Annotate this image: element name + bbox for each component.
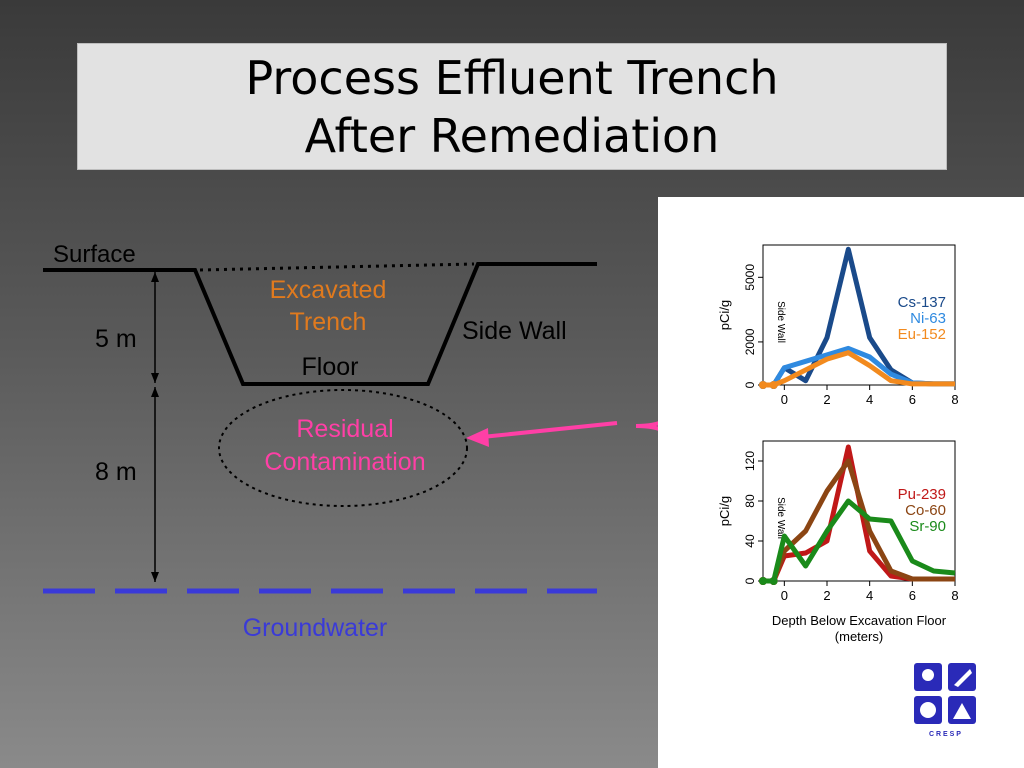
slide-title: Process Effluent Trench After Remediatio…	[77, 43, 947, 170]
residual-label-2: Contamination	[264, 448, 425, 476]
y-axis-label: pCi/g	[717, 300, 732, 330]
y-tick-label: 2000	[743, 328, 757, 355]
series-marker-eu-152	[769, 381, 778, 389]
side-wall-axis-label: Side Wall	[775, 301, 786, 343]
chart-frame-1	[762, 440, 956, 582]
surface-label: Surface	[53, 241, 136, 268]
series-marker-sr-90	[769, 577, 778, 585]
arrowhead-5m-bottom	[151, 373, 159, 383]
residual-contamination-ellipse	[218, 389, 468, 507]
x-tick-label: 6	[909, 392, 916, 407]
floor-label: Floor	[302, 353, 359, 381]
y-tick-label: 0	[743, 577, 757, 584]
cresp-logo-icon: C R E S P	[914, 663, 976, 738]
logo-text: C R E S P	[929, 731, 961, 738]
y-tick-label: 0	[743, 381, 757, 388]
residual-label-1: Residual	[296, 415, 393, 443]
legend-ni-63: Ni-63	[910, 310, 946, 327]
series-line-sr-90	[763, 498, 956, 584]
legend-sr-90: Sr-90	[909, 518, 946, 535]
pointer-arrow	[481, 421, 618, 439]
y-tick-label: 40	[743, 534, 757, 548]
chart-frame-0	[762, 244, 956, 386]
y-axis-label: pCi/g	[717, 496, 732, 526]
excavated-label-2: Trench	[290, 308, 367, 336]
x-tick-label: 8	[951, 392, 958, 407]
legend-eu-152: Eu-152	[898, 326, 946, 343]
x-axis-label: Depth Below Excavation Floor	[772, 613, 947, 628]
x-tick-label: 0	[781, 588, 788, 603]
x-tick-label: 2	[823, 392, 830, 407]
pointer-arrowhead	[466, 428, 489, 447]
legend-pu-239: Pu-239	[898, 486, 946, 503]
arrowhead-8m-bottom	[151, 572, 159, 582]
groundwater-label: Groundwater	[243, 614, 388, 642]
side-wall-label: Side Wall	[462, 317, 567, 345]
excavated-label-1: Excavated	[270, 276, 387, 304]
legend-co-60: Co-60	[905, 502, 946, 519]
title-line-2: After Remediation	[304, 108, 720, 163]
series-marker-eu-152	[759, 381, 767, 389]
legend-cs-137: Cs-137	[898, 294, 946, 311]
title-line-1: Process Effluent Trench	[245, 50, 779, 105]
depth-5m-label: 5 m	[95, 325, 137, 353]
x-tick-label: 0	[781, 392, 788, 407]
arrowhead-5m-top	[151, 272, 159, 282]
original-surface-dotted	[199, 262, 475, 272]
depth-8m-label: 8 m	[95, 458, 137, 486]
x-axis-label-units: (meters)	[835, 629, 883, 644]
x-tick-label: 6	[909, 588, 916, 603]
x-tick-label: 8	[951, 588, 958, 603]
x-tick-label: 4	[866, 588, 873, 603]
series-marker-sr-90	[759, 577, 767, 585]
series-line-eu-152	[763, 350, 955, 388]
y-tick-label: 5000	[743, 264, 757, 291]
arrowhead-8m-top	[151, 387, 159, 397]
x-tick-label: 4	[866, 392, 873, 407]
x-tick-label: 2	[823, 588, 830, 603]
y-tick-label: 80	[743, 494, 757, 508]
y-tick-label: 120	[743, 451, 757, 471]
trench-outline	[43, 262, 597, 386]
side-wall-axis-label: Side Wall	[775, 497, 786, 539]
